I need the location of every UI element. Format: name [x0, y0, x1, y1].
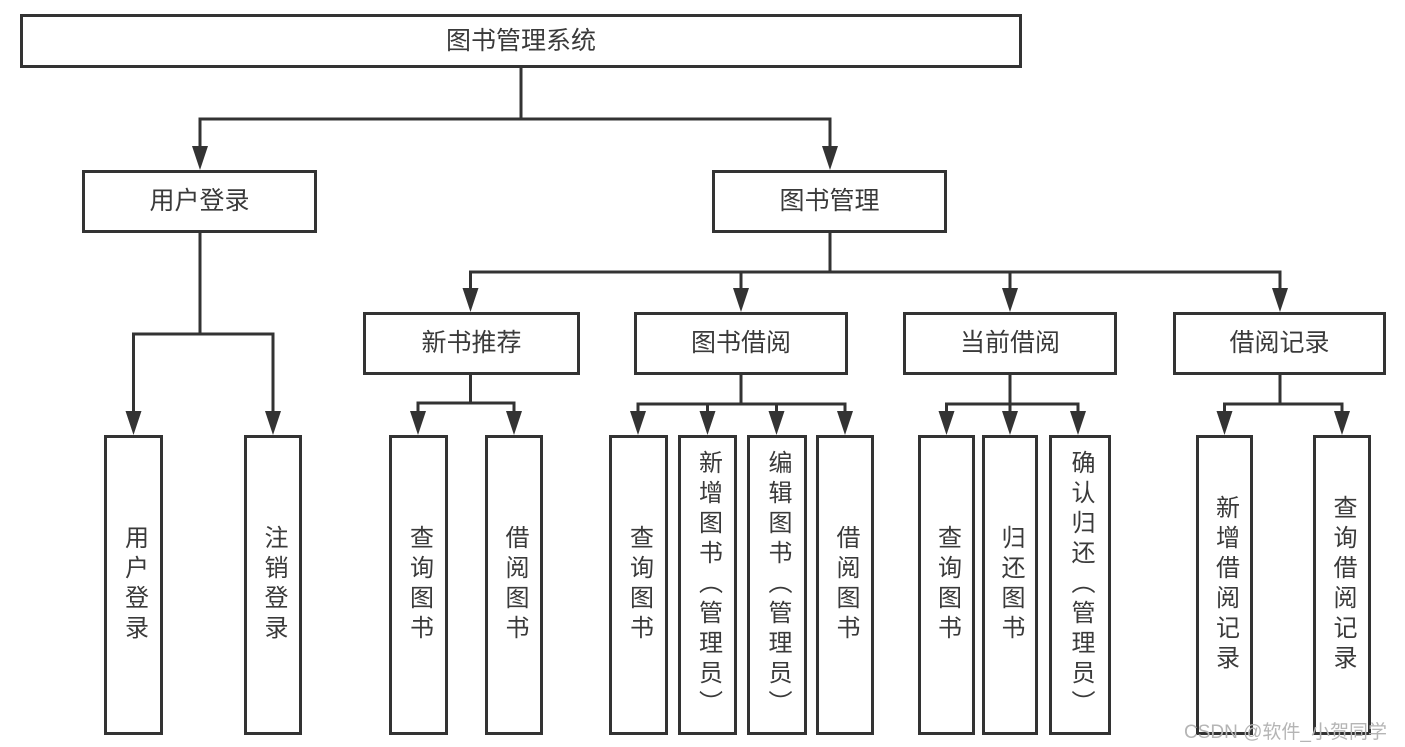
node-user-login: 用户登录	[82, 170, 317, 233]
node-book-management: 图书管理	[712, 170, 947, 233]
node-current-borrow: 当前借阅	[903, 312, 1117, 375]
leaf-br-add-record: 新增借阅记录	[1196, 435, 1253, 735]
leaf-cb-confirm-return-admin: 确认归还（管理员）	[1049, 435, 1111, 735]
leaf-cb-query-books: 查询图书	[918, 435, 975, 735]
node-book-borrow: 图书借阅	[634, 312, 848, 375]
leaf-br-query-record: 查询借阅记录	[1313, 435, 1371, 735]
leaf-bb-add-books-admin: 新增图书（管理员）	[678, 435, 737, 735]
leaf-nb-query-books: 查询图书	[389, 435, 448, 735]
leaf-user-login: 用户登录	[104, 435, 163, 735]
leaf-cb-return-books: 归还图书	[982, 435, 1038, 735]
leaf-bb-borrow-books: 借阅图书	[816, 435, 874, 735]
node-library-management-system: 图书管理系统	[20, 14, 1022, 68]
node-borrow-records: 借阅记录	[1173, 312, 1386, 375]
leaf-logout: 注销登录	[244, 435, 302, 735]
leaf-bb-edit-books-admin: 编辑图书（管理员）	[747, 435, 807, 735]
csdn-watermark: CSDN @软件_小贺同学	[1184, 722, 1387, 743]
leaf-bb-query-books: 查询图书	[609, 435, 668, 735]
node-new-book-recommend: 新书推荐	[363, 312, 580, 375]
leaf-nb-borrow-books: 借阅图书	[485, 435, 543, 735]
